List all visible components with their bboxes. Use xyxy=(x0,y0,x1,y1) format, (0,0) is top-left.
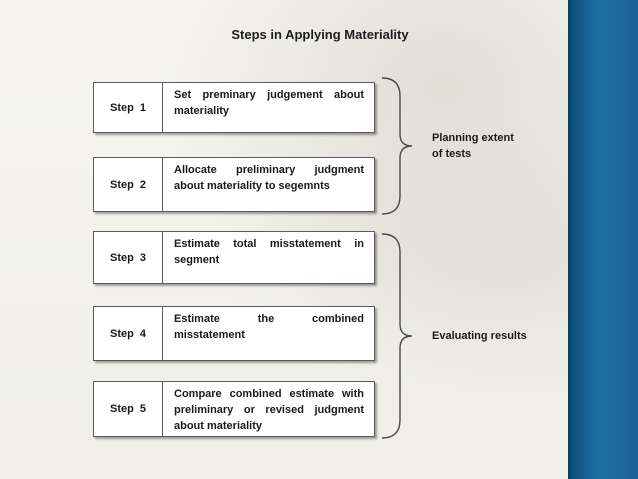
planning-label: Planning extent of tests xyxy=(432,130,514,162)
step-text-1: Set preminary judgement about materialit… xyxy=(174,89,364,117)
step-box-3: Step 3 Estimate total misstatement in se… xyxy=(93,231,375,284)
diagram-title: Steps in Applying Materiality xyxy=(231,27,409,42)
brace-planning xyxy=(381,77,413,215)
step-text-3: Estimate total misstatement in segment xyxy=(174,238,364,266)
accent-side-bar xyxy=(568,0,638,479)
evaluating-label: Evaluating results xyxy=(432,330,527,342)
step-box-4: Step 4 Estimate the combined misstatemen… xyxy=(93,306,375,361)
step-box-1: Step 1 Set preminary judgement about mat… xyxy=(93,82,375,133)
planning-label-line-1: Planning extent xyxy=(432,132,514,144)
step-label-4: Step 4 xyxy=(94,307,163,360)
step-text-4: Estimate the combined misstatement xyxy=(174,313,364,341)
step-box-5: Step 5 Compare combined estimate with pr… xyxy=(93,381,375,437)
step-label-2: Step 2 xyxy=(94,158,163,211)
step-text-5: Compare combined estimate with prelimina… xyxy=(174,388,364,432)
step-box-2: Step 2 Allocate preliminary judgment abo… xyxy=(93,157,375,212)
step-label-1: Step 1 xyxy=(94,83,163,132)
step-label-3: Step 3 xyxy=(94,232,163,283)
brace-evaluating xyxy=(381,233,413,439)
planning-label-line-2: of tests xyxy=(432,148,472,160)
step-label-5: Step 5 xyxy=(94,382,163,436)
step-text-2: Allocate preliminary judgment about mate… xyxy=(174,164,364,192)
